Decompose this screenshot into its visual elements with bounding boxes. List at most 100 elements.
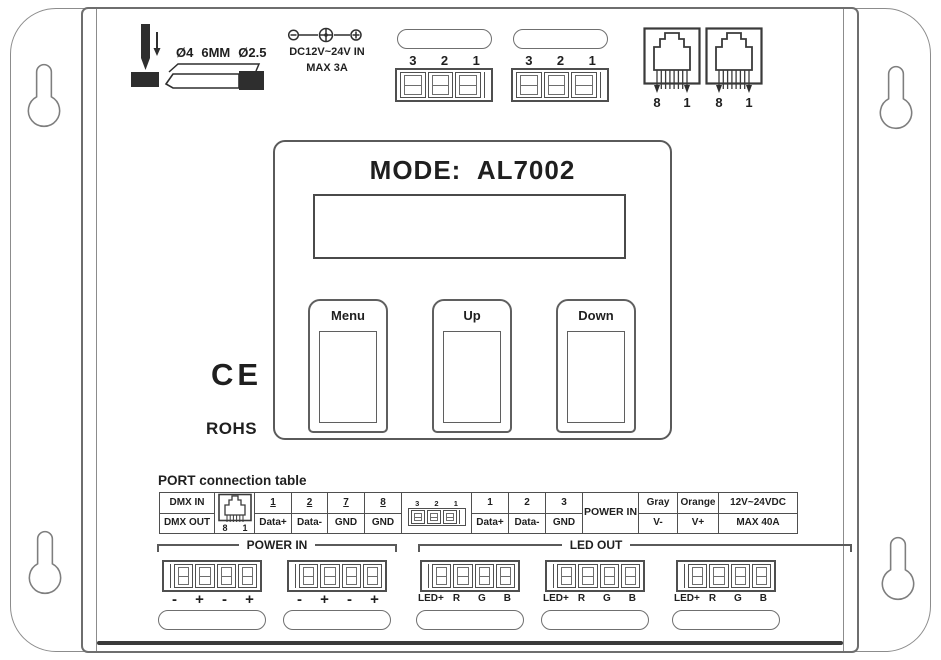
cell-terminal-pin: 2	[508, 492, 546, 514]
power-in-bracket: POWER IN	[157, 539, 398, 552]
terminal-pin-cell	[599, 564, 619, 588]
rj45-jack-icon-2: 8 1	[705, 27, 763, 109]
pin-label: +	[245, 591, 254, 608]
terminal-strip	[600, 72, 605, 98]
terminal-strip	[166, 564, 171, 588]
terminal-pin-numbers-top-1: 3 2 1	[397, 54, 492, 67]
pin-label: R	[452, 593, 461, 604]
cell-rj45-icon: 8 1	[214, 492, 255, 534]
terminal-pin-cell	[543, 72, 570, 98]
cable-slot-bottom-1	[158, 610, 266, 630]
down-button-face	[567, 331, 625, 423]
cell-wire-color: Gray	[638, 492, 678, 514]
pin-number: 2	[556, 53, 565, 68]
pin-label: G	[603, 593, 611, 604]
pin-label: +	[195, 591, 204, 608]
pin-number: 3	[415, 498, 420, 508]
terminal-mini-pin-numbers: 3 2 1	[408, 500, 466, 508]
bracket-line	[315, 544, 398, 552]
terminal-pin-cell	[195, 564, 215, 588]
cable-slot-bottom-3	[416, 610, 524, 630]
terminal-pin-cell	[571, 72, 598, 98]
cell-rating-voltage: 12V~24VDC	[718, 492, 798, 514]
led-out-terminal-block-2	[545, 560, 645, 592]
terminal-pin-cell	[426, 510, 442, 525]
power-pin-labels-2: - + - +	[287, 592, 387, 607]
terminal-pin-cell	[709, 564, 729, 588]
terminal-mini-icon	[407, 508, 466, 527]
terminal-pin-cell	[688, 564, 708, 588]
bracket-line	[418, 544, 562, 552]
pin-label: -	[297, 591, 302, 608]
power-in-group-label: POWER IN	[246, 538, 308, 552]
rj45-pin-label-1: 1	[745, 95, 752, 109]
rj45-mini-icon: 8 1	[217, 493, 252, 533]
cell-terminal-pin: 1	[471, 492, 509, 514]
menu-button-label: Menu	[331, 308, 365, 323]
terminal-pin-cell	[432, 564, 452, 588]
rohs-label: ROHS	[206, 419, 258, 438]
menu-button[interactable]: Menu	[308, 299, 388, 433]
cell-rj45-signal: Data+	[254, 512, 292, 534]
cell-wire-color: Orange	[677, 492, 719, 514]
terminal-strip	[291, 564, 296, 588]
pin-number: 1	[472, 53, 480, 68]
terminal-pin-cell	[320, 564, 340, 588]
rj45-jack-icon-1: 8 1	[643, 27, 701, 109]
up-button[interactable]: Up	[432, 299, 512, 433]
led-out-group-label: LED OUT	[569, 538, 623, 552]
drill-spec-d25: Ø2.5	[238, 45, 267, 60]
terminal-pin-cell	[410, 510, 425, 525]
pin-label: LED+	[674, 593, 700, 604]
pin-label: -	[222, 591, 227, 608]
down-button[interactable]: Down	[556, 299, 636, 433]
lcd-screen	[313, 194, 626, 259]
cell-rj45-pin: 1	[254, 492, 292, 514]
ce-mark: CE	[211, 357, 263, 392]
cell-rj45-pin: 7	[327, 492, 365, 514]
pin-label: R	[708, 593, 717, 604]
device-model-title: MODE: AL7002	[369, 155, 576, 185]
power-pin-labels-1: - + - +	[162, 592, 262, 607]
pin-label: LED+	[418, 593, 444, 604]
body-edge-line-left	[96, 9, 97, 651]
port-table-title: PORT connection table	[158, 473, 307, 488]
drill-spec-6mm: 6MM	[201, 45, 231, 60]
pin-number: 2	[440, 53, 449, 68]
cell-rj45-signal: Data-	[291, 512, 328, 534]
bracket-line	[157, 544, 239, 552]
cell-terminal-icon: 3 2 1	[401, 492, 472, 534]
bottom-edge-bar	[97, 641, 843, 645]
terminal-pin-cell	[443, 510, 458, 525]
cell-wire-signal: V-	[638, 512, 678, 534]
down-button-label: Down	[578, 308, 614, 323]
up-button-label: Up	[463, 308, 481, 323]
terminal-pin-cell	[455, 72, 482, 98]
cell-dmx-out: DMX OUT	[159, 512, 215, 534]
terminal-pin-cell	[427, 72, 454, 98]
terminal-pin-cell	[516, 72, 542, 98]
pin-number: 1	[453, 498, 458, 508]
drill-spec-d4: Ø4	[176, 45, 194, 60]
up-button-face	[443, 331, 501, 423]
pin-number: 3	[409, 53, 417, 68]
cell-wire-signal: V+	[677, 512, 719, 534]
rj45-mini-pin-8: 8	[222, 523, 227, 533]
led-out-terminal-block-1	[420, 560, 520, 592]
terminal-pin-cell	[453, 564, 473, 588]
pin-label: B	[759, 593, 767, 604]
terminal-pin-cell	[299, 564, 319, 588]
led-out-bracket: LED OUT	[418, 539, 852, 552]
drill-spec-labels: Ø4 6MM Ø2.5	[176, 46, 268, 59]
body-edge-line-right	[843, 9, 844, 651]
pin-label: G	[734, 593, 742, 604]
led-pin-labels-1: LED+ R G B	[418, 594, 520, 604]
cable-slot-bottom-2	[283, 610, 391, 630]
dc-input-max: MAX 3A	[306, 62, 348, 74]
power-in-terminal-block-2	[287, 560, 387, 592]
terminal-pin-cell	[474, 564, 494, 588]
pin-label: B	[503, 593, 511, 604]
power-in-terminal-block-1	[162, 560, 262, 592]
terminal-pin-cell	[620, 564, 640, 588]
